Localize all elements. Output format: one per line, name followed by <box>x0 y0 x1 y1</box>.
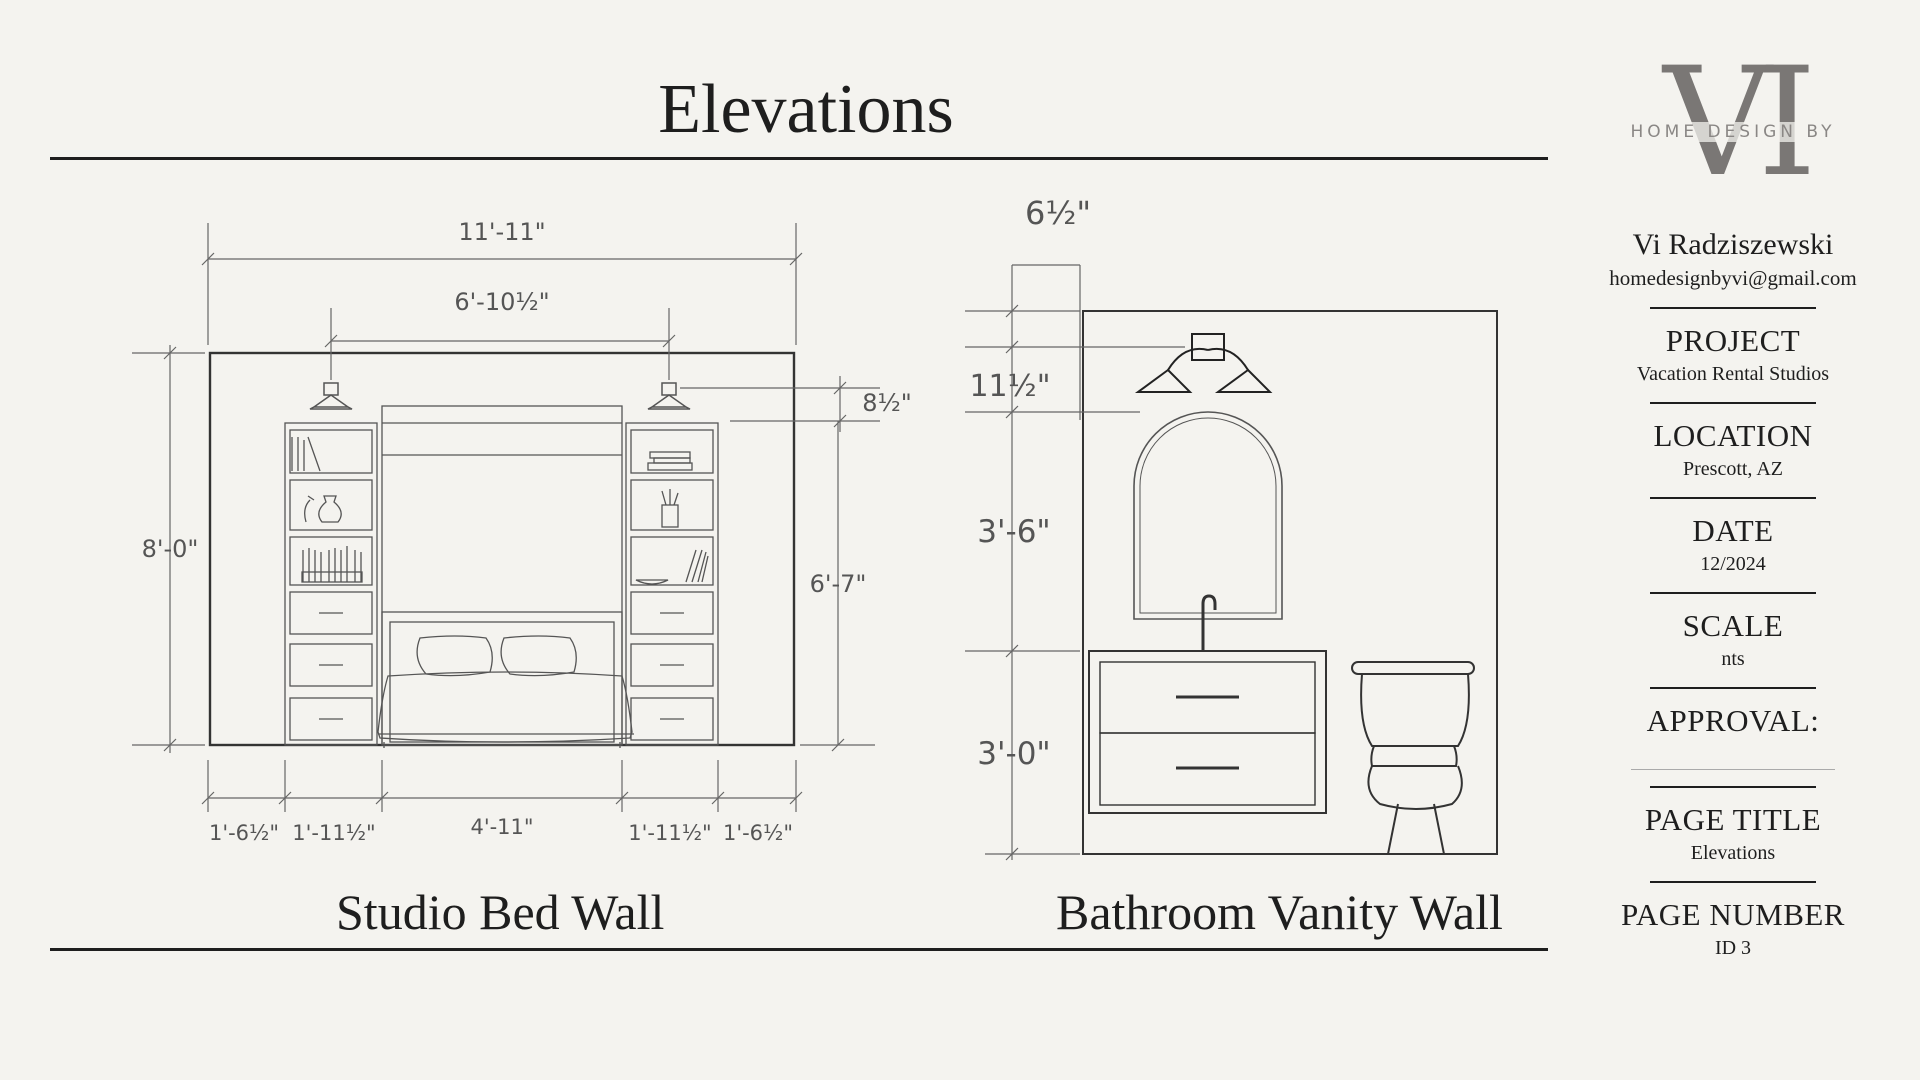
divider <box>1650 307 1816 309</box>
bed-wall-elevation <box>132 223 880 812</box>
divider <box>1650 402 1816 404</box>
murphy-bed <box>377 405 634 748</box>
approval-label: APPROVAL: <box>1646 703 1820 738</box>
project-label: PROJECT <box>1665 323 1801 358</box>
left-cabinet <box>284 422 378 746</box>
dim-bed-inner-width: 6'-10½" <box>454 288 549 316</box>
vanity-cabinet <box>1088 650 1327 814</box>
divider <box>1650 687 1816 689</box>
divider <box>1650 592 1816 594</box>
logo-text: HOME DESIGN BY <box>1600 122 1866 142</box>
vanity-light <box>1134 333 1273 393</box>
designer-name: Vi Radziszewski <box>1632 228 1834 261</box>
dim-bed-seg-3: 4'-11" <box>470 815 533 839</box>
bath-wall-outline <box>1082 310 1498 855</box>
dim-bed-light-drop: 8½" <box>862 389 912 417</box>
arched-mirror <box>1133 411 1283 620</box>
bath-wall-elevation <box>965 264 1498 861</box>
bed-dimension-lines <box>132 223 880 812</box>
divider <box>1650 881 1816 883</box>
divider <box>1650 497 1816 499</box>
scale-value: nts <box>1721 648 1745 670</box>
dim-bed-seg-4: 1'-11½" <box>628 821 711 845</box>
faucet <box>1201 594 1217 650</box>
dim-bed-cabinet-height: 6'-7" <box>810 570 867 598</box>
bed-sconce-left <box>309 382 353 410</box>
title-block: VI HOME DESIGN BY Vi Radziszewski homede… <box>1600 48 1866 960</box>
scale-label: SCALE <box>1682 608 1784 643</box>
dim-bath-vanity-height: 3'-0" <box>977 736 1050 772</box>
dim-bath-light-mirror: 11½" <box>969 369 1050 404</box>
page-number-value: ID 3 <box>1714 937 1752 959</box>
elevation-drawings: 11'-11" 6'-10½" 8'-0" 8½" 6'-7" 1'-6½" 1… <box>132 194 1498 861</box>
right-cabinet <box>625 422 719 746</box>
caption-bed-wall: Studio Bed Wall <box>336 884 665 940</box>
designer-email: homedesignbyvi@gmail.com <box>1609 266 1857 290</box>
toilet <box>1351 661 1475 855</box>
dim-bed-overall-width: 11'-11" <box>458 218 545 246</box>
location-value: Prescott, AZ <box>1683 458 1783 480</box>
title-rule <box>50 157 1548 160</box>
dim-bath-mirror-height: 3'-6" <box>977 514 1050 550</box>
bath-dimension-lines <box>965 264 1185 861</box>
project-value: Vacation Rental Studios <box>1636 363 1830 385</box>
page-title: Elevations <box>658 71 954 148</box>
page-number-label: PAGE NUMBER <box>1621 897 1845 932</box>
date-label: DATE <box>1692 513 1774 548</box>
date-value: 12/2024 <box>1700 553 1766 575</box>
approval-signature-line <box>1631 769 1835 770</box>
bed-sconce-right <box>647 382 691 410</box>
divider <box>1650 786 1816 788</box>
dim-bed-seg-2: 1'-11½" <box>292 821 375 845</box>
caption-rule <box>50 948 1548 951</box>
dim-bed-height: 8'-0" <box>142 535 199 563</box>
dim-bed-seg-5: 1'-6½" <box>723 821 793 845</box>
location-label: LOCATION <box>1653 418 1813 453</box>
caption-bath-wall: Bathroom Vanity Wall <box>1056 884 1503 940</box>
page-title-label: PAGE TITLE <box>1644 802 1822 837</box>
page-title-value: Elevations <box>1690 842 1776 864</box>
dim-bath-top-gap: 6½" <box>1025 194 1091 232</box>
logo: VI HOME DESIGN BY <box>1600 48 1866 210</box>
dim-bed-seg-1: 1'-6½" <box>209 821 279 845</box>
